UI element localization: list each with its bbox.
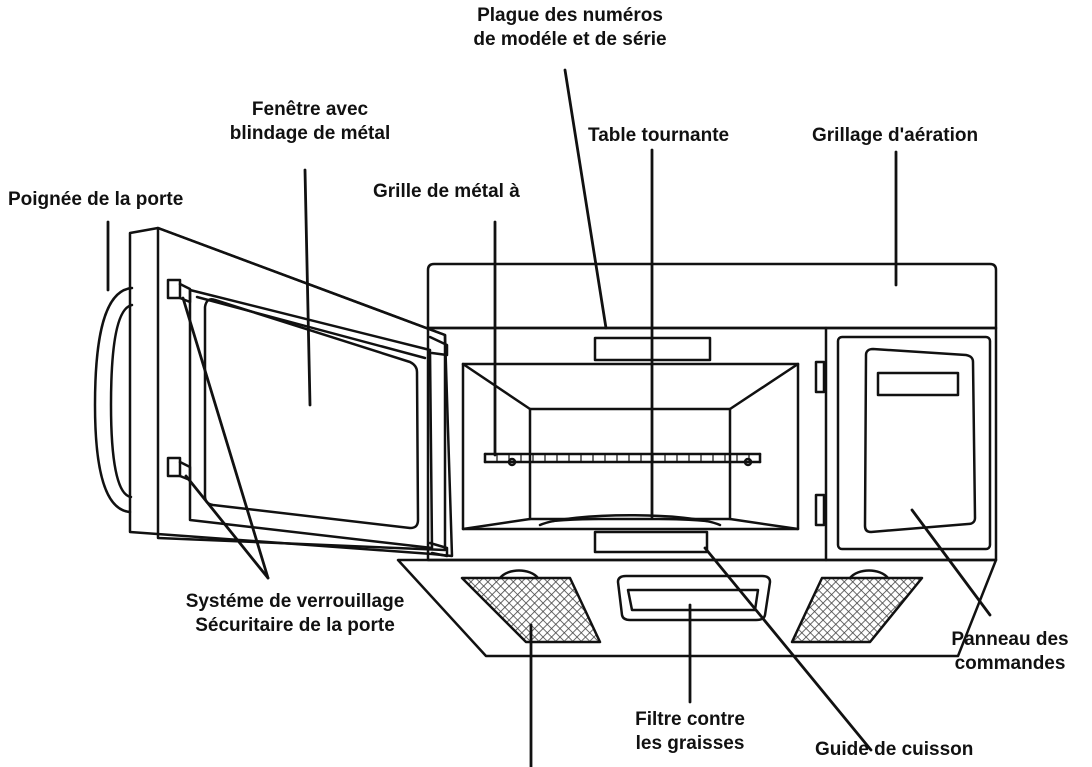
label-model-serial-plate: Plague des numéros de modéle et de série: [395, 4, 745, 52]
label-control-panel: Panneau des commandes: [935, 628, 1085, 676]
label-window: Fenêtre avec blindage de métal: [175, 98, 445, 146]
label-window-line1: Fenêtre avec: [251, 99, 369, 120]
label-grease-filter-line2: les graisses: [635, 733, 745, 754]
label-control-panel-line2: commandes: [954, 653, 1066, 674]
leader-guide: [703, 546, 873, 752]
metal-rack: [483, 452, 762, 467]
door-handle: [93, 286, 134, 514]
label-window-line2: blindage de métal: [229, 123, 391, 144]
leader-lock-top: [181, 296, 270, 580]
label-turntable: Table tournante: [588, 125, 730, 146]
label-door-lock-line1: Systéme de verrouillage: [185, 591, 405, 612]
label-metal-rack: Grille de métal à: [373, 181, 520, 202]
grease-filter-right: [790, 569, 924, 644]
leader-lock-bottom: [184, 474, 270, 580]
label-model-serial-plate-line2: de modéle et de série: [473, 29, 667, 50]
label-door-lock-line2: Sécuritaire de la porte: [195, 615, 395, 636]
cooking-guide-plate: [593, 530, 709, 554]
label-model-serial-plate-line1: Plague des numéros: [477, 5, 663, 26]
label-door-handle: Poignée de la porte: [8, 189, 184, 210]
label-cooking-guide: Guide de cuisson: [815, 739, 974, 760]
metal-rack-bars: [496, 453, 750, 463]
control-display: [876, 371, 960, 397]
bottom-hood: [396, 558, 998, 658]
control-panel: [836, 335, 992, 551]
grease-filter-left: [460, 569, 602, 644]
leader-control: [910, 508, 992, 617]
leader-window: [303, 168, 312, 407]
label-grease-filter-line1: Filtre contre: [635, 709, 745, 730]
leader-lines: [106, 68, 992, 767]
label-control-panel-line1: Panneau des: [951, 629, 1069, 650]
label-vent-grille: Grillage d'aération: [812, 125, 979, 146]
label-grease-filter: Filtre contre les graisses: [630, 708, 750, 756]
door: [128, 226, 454, 558]
label-door-lock: Systéme de verrouillage Sécuritaire de l…: [145, 590, 445, 638]
vent-grille-panel: [426, 262, 998, 330]
leader-plate: [563, 68, 608, 330]
oven-cavity: [461, 362, 800, 531]
